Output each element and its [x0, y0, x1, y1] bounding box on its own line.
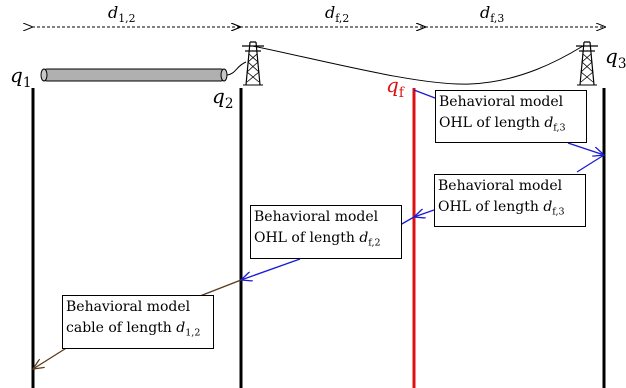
- behavioral-model-box-ohl-df3-forward: Behavioral model OHL of length df,3: [435, 90, 587, 143]
- box-length-prefix: cable of length: [66, 320, 177, 336]
- box-length: OHL of length df,2: [254, 228, 398, 253]
- box-length-prefix: OHL of length: [254, 230, 360, 246]
- box-title: Behavioral model: [439, 94, 564, 110]
- box-length: OHL of length df,3: [438, 197, 582, 222]
- length-subscript: f,3: [553, 122, 566, 134]
- box-length-prefix: OHL of length: [438, 199, 544, 215]
- length-subscript: f,2: [368, 237, 381, 249]
- overhead-line-conductor: [252, 45, 584, 85]
- node-symbol: q: [10, 63, 23, 87]
- box-title: Behavioral model: [438, 178, 563, 194]
- behavioral-model-box-ohl-df2: Behavioral model OHL of length df,2: [250, 205, 402, 259]
- node-label-qf: qf: [386, 73, 404, 101]
- length-symbol: d: [176, 320, 186, 336]
- wave-arrow-q2-to-box4: [199, 279, 242, 297]
- wave-arrow-q3-to-box2: [576, 154, 605, 173]
- node-subscript: 1: [22, 74, 32, 91]
- distance-symbol: d: [325, 3, 336, 22]
- node-subscript: 3: [617, 55, 626, 72]
- wave-arrow-box4-to-q1: [33, 346, 69, 369]
- distance-symbol: d: [108, 3, 119, 22]
- node-label-q3: q3: [605, 44, 626, 72]
- transmission-tower-icon: [242, 41, 264, 86]
- distance-symbol: d: [480, 3, 491, 22]
- length-subscript: f,3: [552, 206, 565, 218]
- distance-label-df2: df,2: [325, 3, 349, 25]
- node-label-q2: q2: [212, 84, 233, 112]
- length-symbol: d: [543, 199, 553, 215]
- box-title: Behavioral model: [254, 209, 379, 225]
- node-subscript: 2: [224, 95, 234, 112]
- node-label-q1: q1: [10, 63, 31, 91]
- length-symbol: d: [359, 230, 369, 246]
- wave-arrow-qf-to-box1: [413, 89, 436, 99]
- node-subscript: f: [398, 84, 404, 101]
- distance-subscript: f,3: [490, 11, 505, 25]
- wave-arrows: [33, 89, 605, 369]
- distance-label-df3: df,3: [480, 3, 504, 25]
- cable-icon: [40, 61, 247, 82]
- length-symbol: d: [544, 115, 554, 131]
- box-title: Behavioral model: [66, 299, 191, 315]
- node-symbol: q: [386, 73, 399, 97]
- behavioral-model-box-ohl-df3-return: Behavioral model OHL of length df,3: [434, 174, 586, 227]
- wave-arrow-qf-to-box3: [399, 216, 415, 226]
- distance-label-d12: d1,2: [108, 3, 136, 25]
- length-subscript: 1,2: [185, 327, 201, 339]
- wave-arrow-box1-to-q3: [567, 142, 604, 155]
- wave-arrow-box2-to-qf: [414, 210, 435, 217]
- behavioral-model-box-cable-d12: Behavioral model cable of length d1,2: [62, 295, 214, 349]
- node-symbol: q: [212, 84, 225, 108]
- transmission-tower-icon: [576, 41, 598, 86]
- box-length-prefix: OHL of length: [439, 115, 545, 131]
- distance-subscript: 1,2: [118, 11, 136, 25]
- wave-arrow-box3-to-q2: [241, 258, 301, 280]
- box-length: OHL of length df,3: [439, 113, 583, 138]
- distance-subscript: f,2: [335, 11, 350, 25]
- node-symbol: q: [605, 44, 618, 68]
- box-length: cable of length d1,2: [66, 318, 210, 343]
